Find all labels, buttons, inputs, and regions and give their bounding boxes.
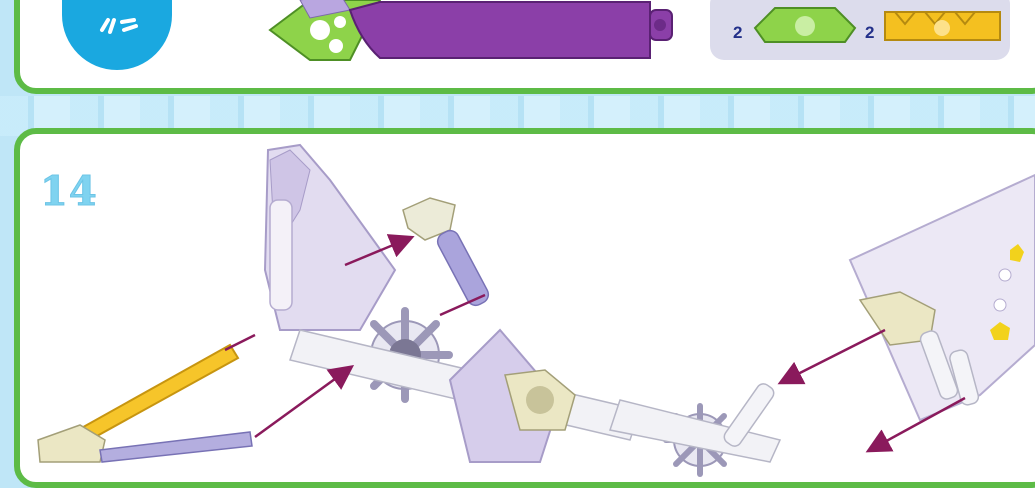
arrow-5: [777, 328, 886, 385]
arrow-6: [865, 396, 966, 453]
step-number: 14: [40, 168, 98, 216]
hands-icon: [100, 18, 138, 34]
parts-list-box: 2 2: [710, 0, 1010, 60]
tip-badge: [62, 0, 172, 70]
parts-count-yellow: 2: [865, 23, 875, 42]
yellow-connector-icon: [884, 11, 1001, 41]
green-connector-icon: [753, 7, 857, 43]
previous-model-illustration: [268, 0, 673, 61]
arrow-1: [344, 234, 415, 267]
parts-count-green: 2: [733, 23, 743, 42]
arrow-4: [254, 365, 355, 439]
arrow-3: [439, 293, 486, 317]
arrow-2-tail: [224, 333, 256, 352]
assembly-illustration: [37, 143, 1035, 477]
